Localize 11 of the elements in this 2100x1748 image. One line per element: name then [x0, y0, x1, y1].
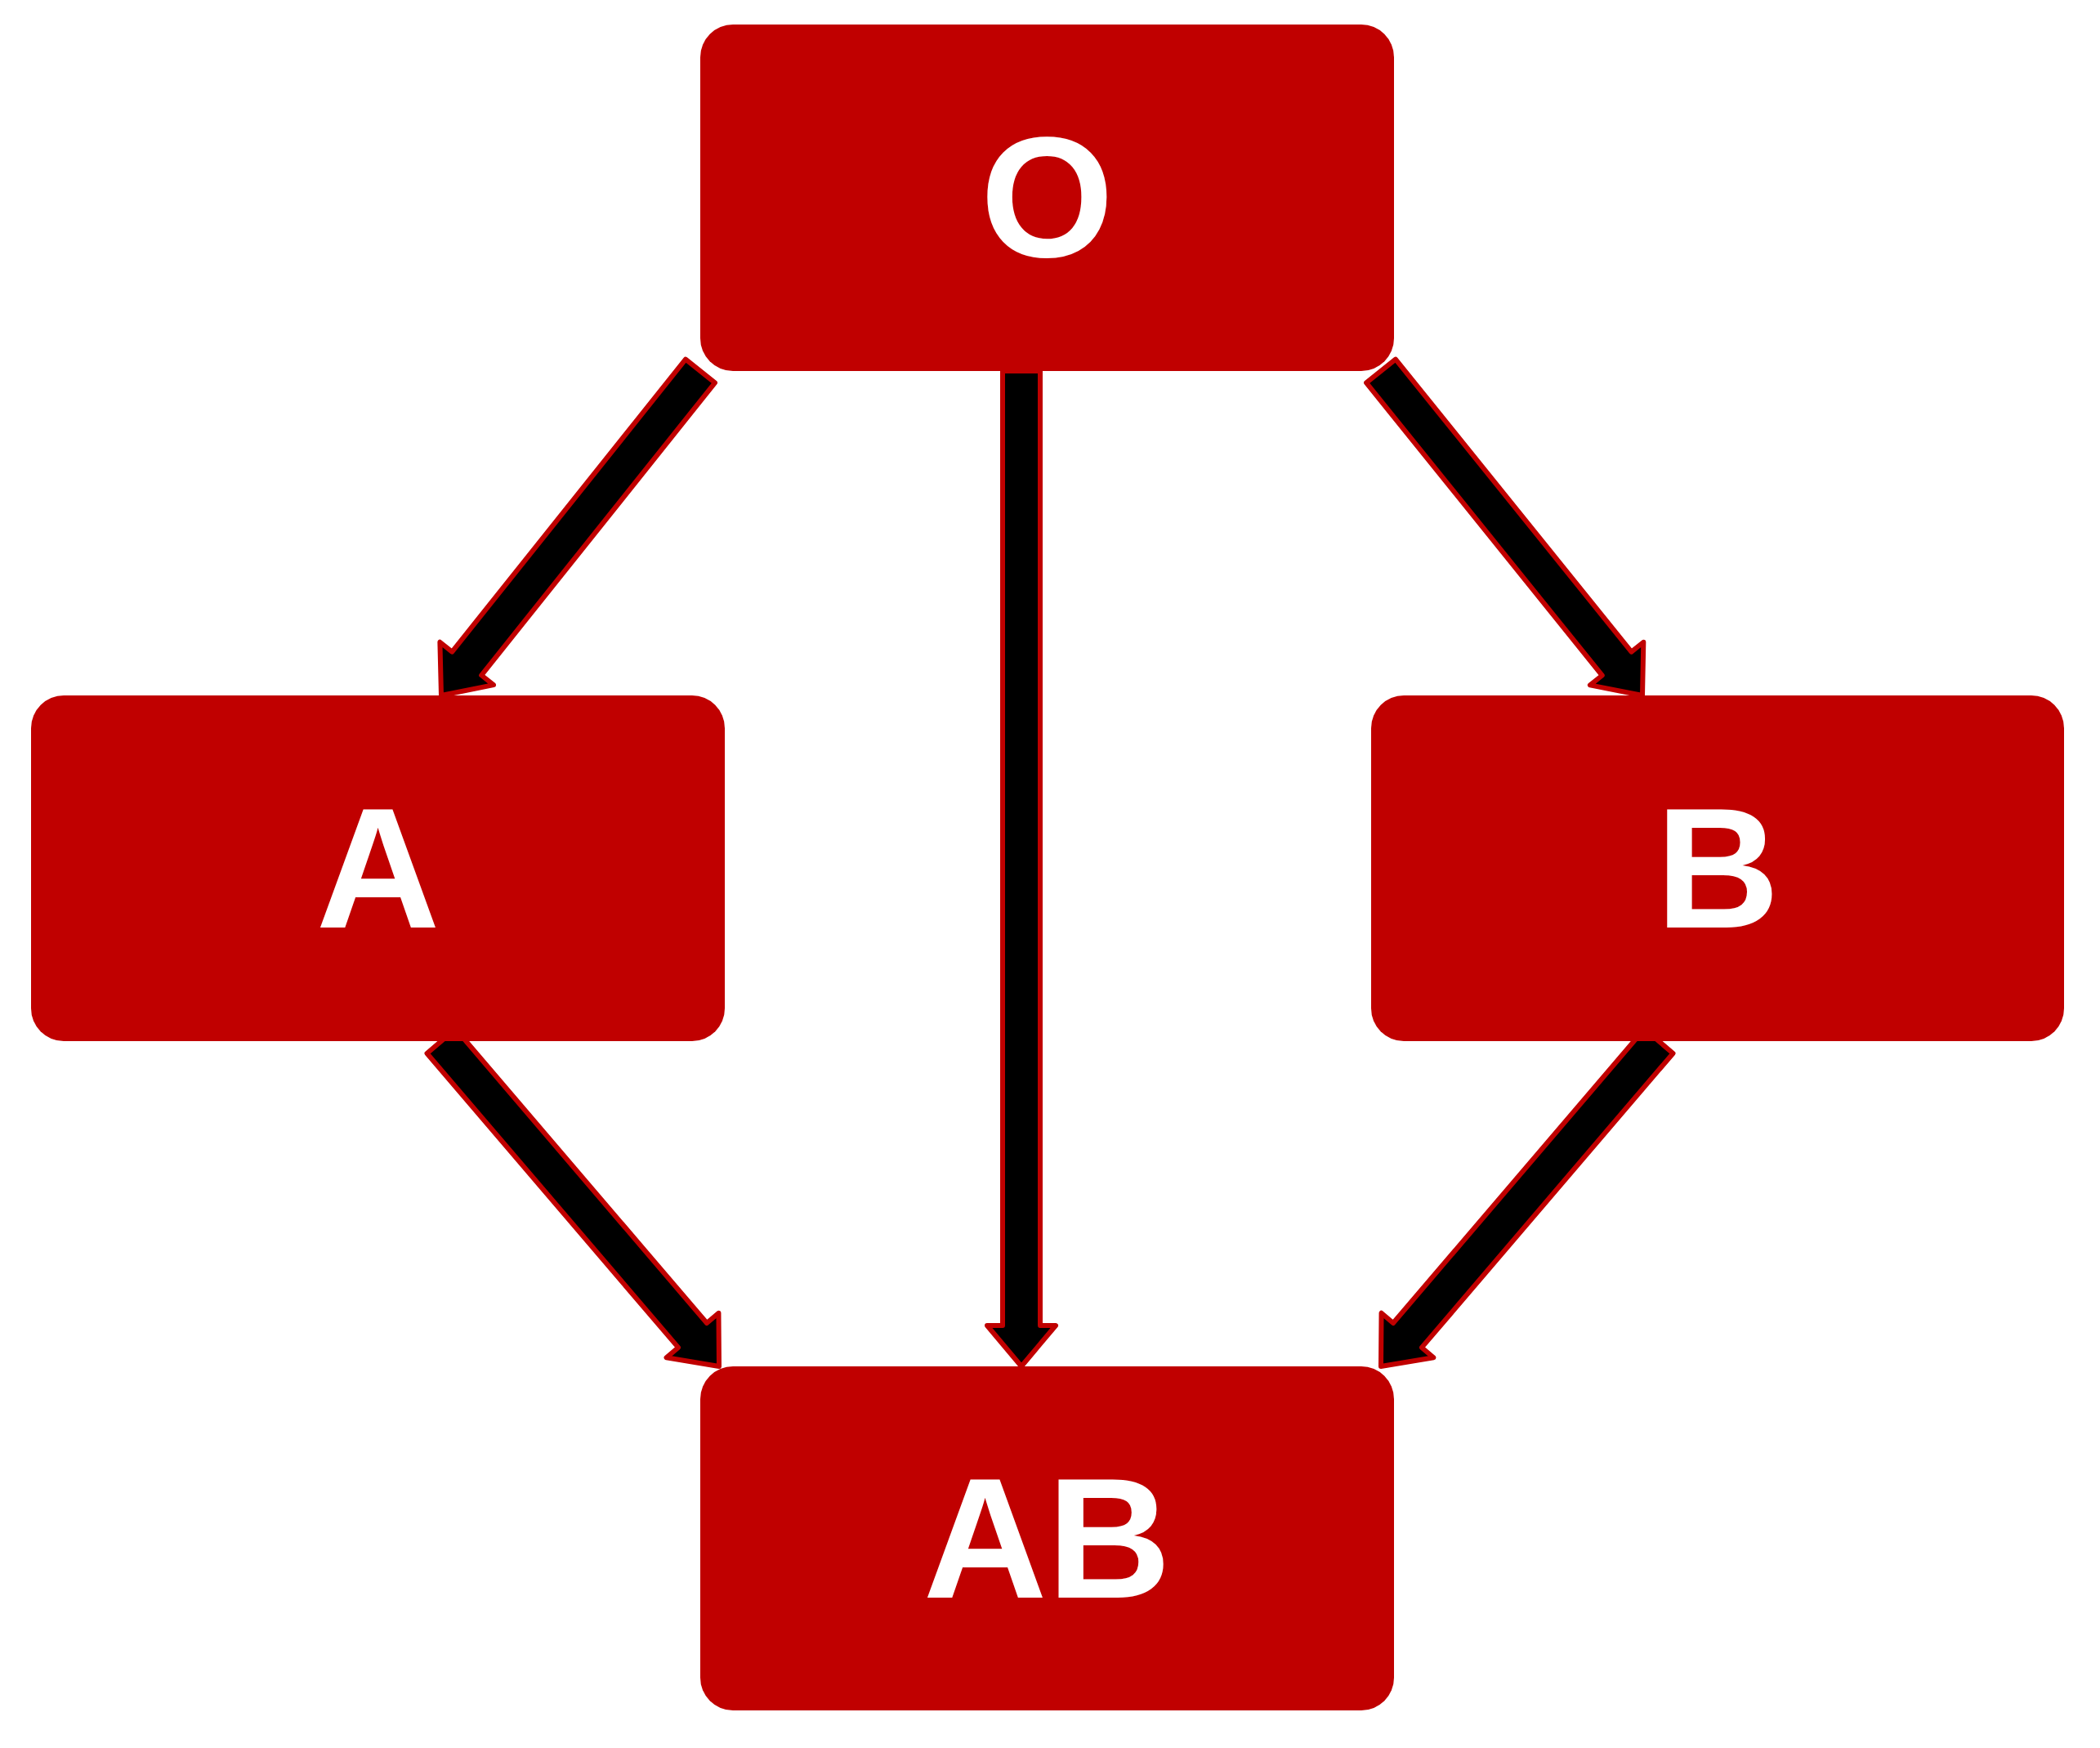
blood-type-label: O: [980, 112, 1115, 284]
blood-type-box: [700, 1366, 1394, 1710]
blood-type-label: B: [1655, 782, 1780, 954]
blood-type-box: [1371, 695, 2064, 1041]
block-arrow: [985, 369, 1058, 1369]
blood-type-box: [31, 695, 725, 1041]
blood-type-label: A: [315, 782, 440, 954]
block-arrow: [437, 356, 717, 698]
blood-type-label: AB: [923, 1452, 1172, 1625]
blood-type-box: [700, 25, 1394, 371]
block-arrow: [1364, 356, 1646, 698]
